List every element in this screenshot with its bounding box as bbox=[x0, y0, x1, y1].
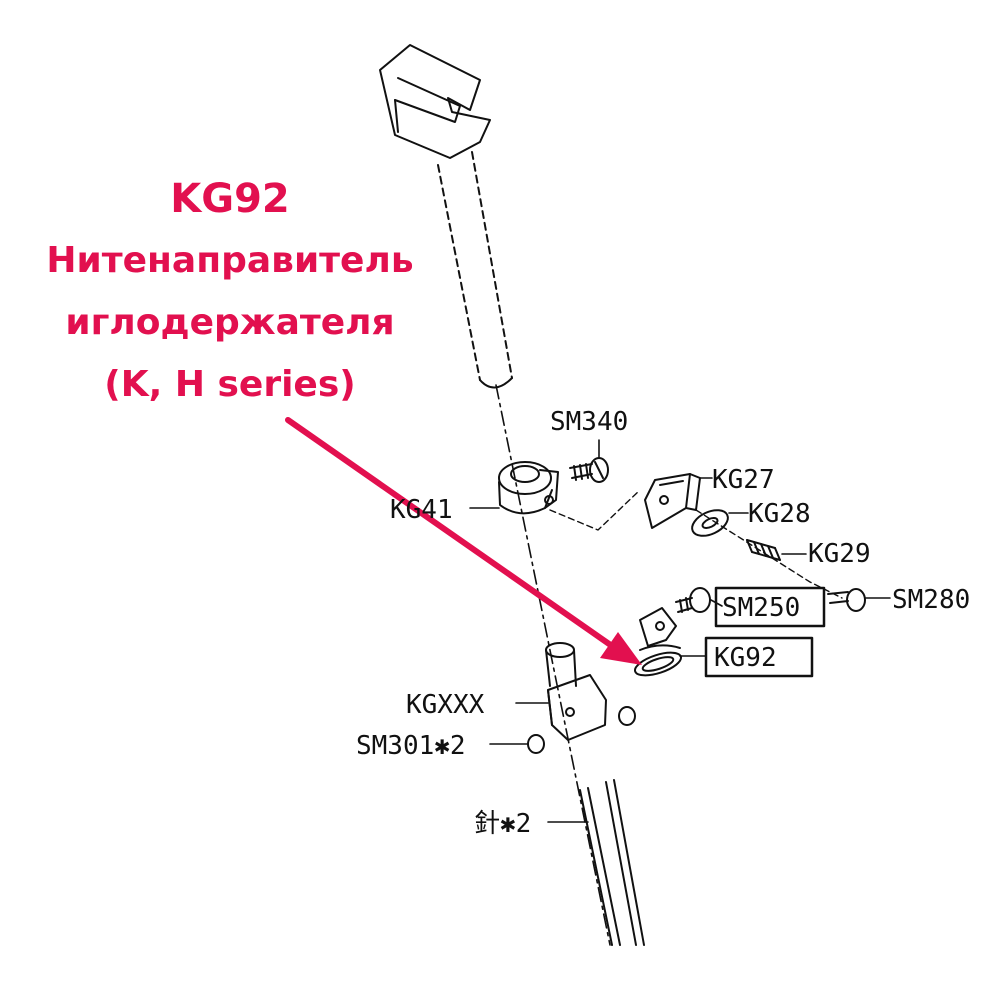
center-axis bbox=[495, 384, 611, 946]
assembly-line-kg27 bbox=[549, 489, 641, 531]
label-needle: 針✱2 bbox=[474, 809, 531, 839]
label-kgxxx: KGXXX bbox=[406, 690, 485, 720]
label-kg29: KG29 bbox=[808, 539, 871, 569]
kg29-part bbox=[746, 539, 781, 561]
label-sm250: SM250 bbox=[722, 593, 800, 623]
needles bbox=[579, 779, 645, 946]
sm250-label-box bbox=[714, 586, 826, 628]
caption-title: KG92 bbox=[170, 176, 290, 222]
caption-line-3: (K, H series) bbox=[104, 364, 356, 405]
sm250-screw bbox=[675, 587, 711, 613]
red-arrow bbox=[285, 417, 642, 665]
sm340-screw bbox=[569, 457, 609, 483]
label-sm280: SM280 bbox=[892, 585, 970, 615]
label-kg28: KG28 bbox=[748, 499, 811, 529]
kg92-part bbox=[634, 607, 682, 677]
needle-bar-head bbox=[379, 44, 491, 159]
label-kg41: KG41 bbox=[390, 495, 453, 525]
kg27-part bbox=[644, 473, 701, 529]
kg41-part bbox=[498, 461, 559, 515]
kgxxx-part bbox=[545, 642, 607, 741]
sm301-screw bbox=[527, 706, 636, 754]
caption-line-2: иглодержателя bbox=[65, 302, 395, 343]
label-sm301: SM301✱2 bbox=[356, 731, 466, 761]
leader-lines bbox=[469, 439, 891, 823]
assembly-line-sm280 bbox=[695, 509, 843, 599]
kg28-part bbox=[691, 509, 729, 537]
needle-bar bbox=[437, 151, 513, 389]
label-sm340: SM340 bbox=[550, 407, 628, 437]
sm280-screw bbox=[827, 588, 866, 612]
caption-line-1: Нитенаправитель bbox=[46, 240, 414, 281]
kg92-label-box bbox=[704, 636, 814, 678]
label-kg27: KG27 bbox=[712, 465, 775, 495]
label-kg92: KG92 bbox=[714, 643, 777, 673]
